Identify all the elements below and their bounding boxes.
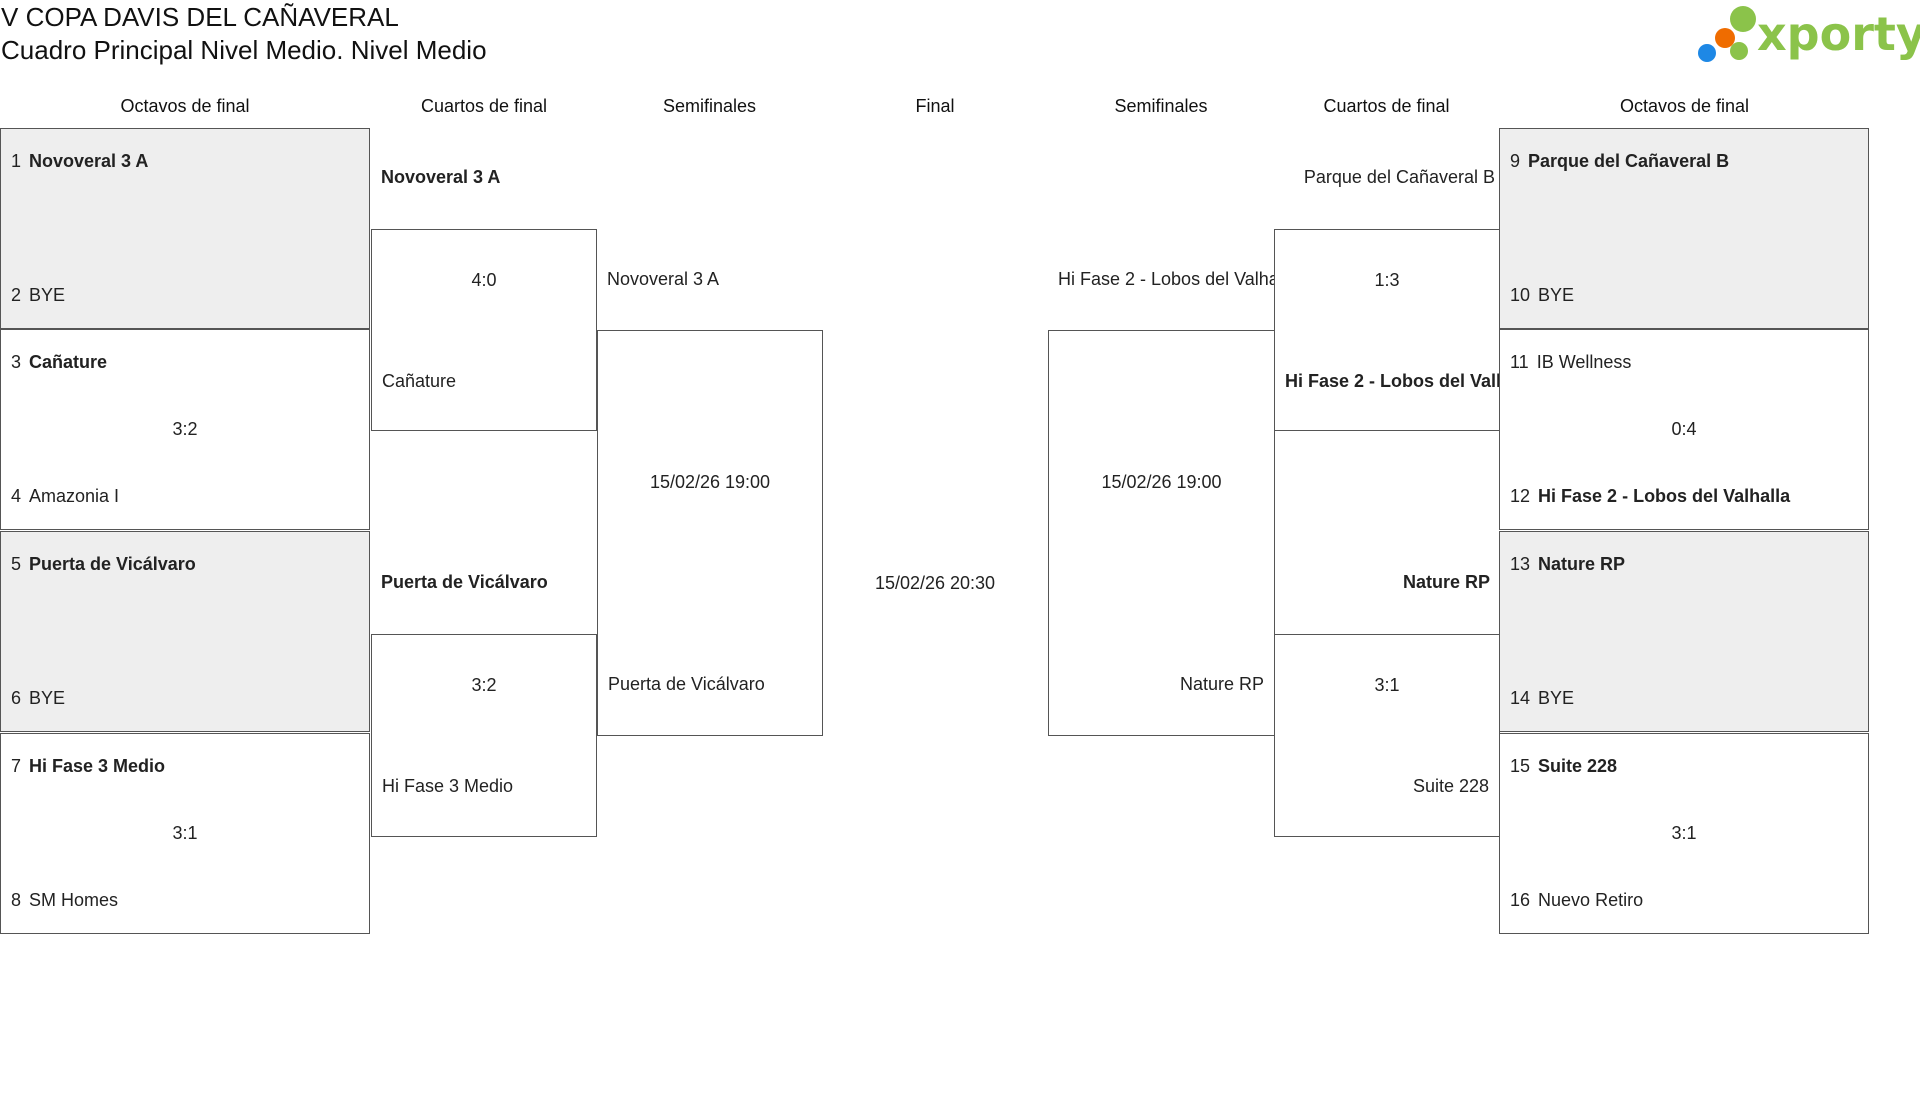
match-score: 3:1: [172, 823, 198, 843]
page-title: V COPA DAVIS DEL CAÑAVERAL: [1, 2, 399, 32]
final-datetime: 15/02/26 20:30: [874, 573, 996, 593]
sf-team: Puerta de Vicálvaro: [608, 674, 765, 694]
qf-team: Nature RP: [1402, 572, 1490, 592]
match-score: 4:0: [471, 270, 497, 290]
round-header-left-sf: Semifinales: [662, 96, 757, 116]
match-score: 3:2: [172, 419, 198, 439]
match-score: 3:2: [471, 675, 497, 695]
round-header-right-r16: Octavos de final: [1619, 96, 1750, 116]
round-header-left-qf: Cuartos de final: [420, 96, 548, 116]
qf-connector: 1:3 Hi Fase 2 - Lobos del Valhalla: [1274, 229, 1500, 431]
match-datetime: 15/02/26 19:00: [1101, 472, 1222, 492]
qf-connector: 3:1 Suite 228: [1274, 634, 1500, 837]
match-score: 3:1: [1374, 675, 1400, 695]
match-score: 1:3: [1374, 270, 1400, 290]
round-header-right-qf: Cuartos de final: [1323, 96, 1450, 116]
qf-team: Suite 228: [1412, 776, 1489, 796]
qf-team: Cañature: [382, 371, 457, 391]
logo-text: xporty: [1757, 7, 1920, 61]
qf-team: Puerta de Vicálvaro: [381, 572, 548, 592]
sf-connector: 15/02/26 19:00 Puerta de Vicálvaro: [597, 330, 823, 736]
sf-team: Hi Fase 2 - Lobos del Valhalla: [1058, 269, 1274, 289]
qf-connector: 4:0 Cañature: [371, 229, 597, 431]
qf-team: Hi Fase 3 Medio: [382, 776, 514, 796]
round-header-final: Final: [915, 96, 955, 116]
logo-icon: xporty: [1698, 6, 1920, 62]
sf-connector: 15/02/26 19:00 Nature RP: [1048, 330, 1275, 736]
page-subtitle: Cuadro Principal Nivel Medio. Nivel Medi…: [1, 35, 487, 65]
qf-team: Novoveral 3 A: [381, 167, 501, 187]
qf-connector: 3:2 Hi Fase 3 Medio: [371, 634, 597, 837]
sf-team: Nature RP: [1179, 674, 1264, 694]
match-score: 0:4: [1671, 419, 1697, 439]
qf-team: Hi Fase 2 - Lobos del Valhalla: [1285, 371, 1500, 391]
round-header-right-sf: Semifinales: [1114, 96, 1208, 116]
xporty-logo: xporty: [1695, 5, 1920, 67]
match-score: 3:1: [1671, 823, 1697, 843]
match-datetime: 15/02/26 19:00: [649, 472, 771, 492]
qf-team: Parque del Cañaveral B: [1303, 167, 1495, 187]
round-header-left-r16: Octavos de final: [120, 96, 250, 116]
sf-team: Novoveral 3 A: [607, 269, 720, 289]
